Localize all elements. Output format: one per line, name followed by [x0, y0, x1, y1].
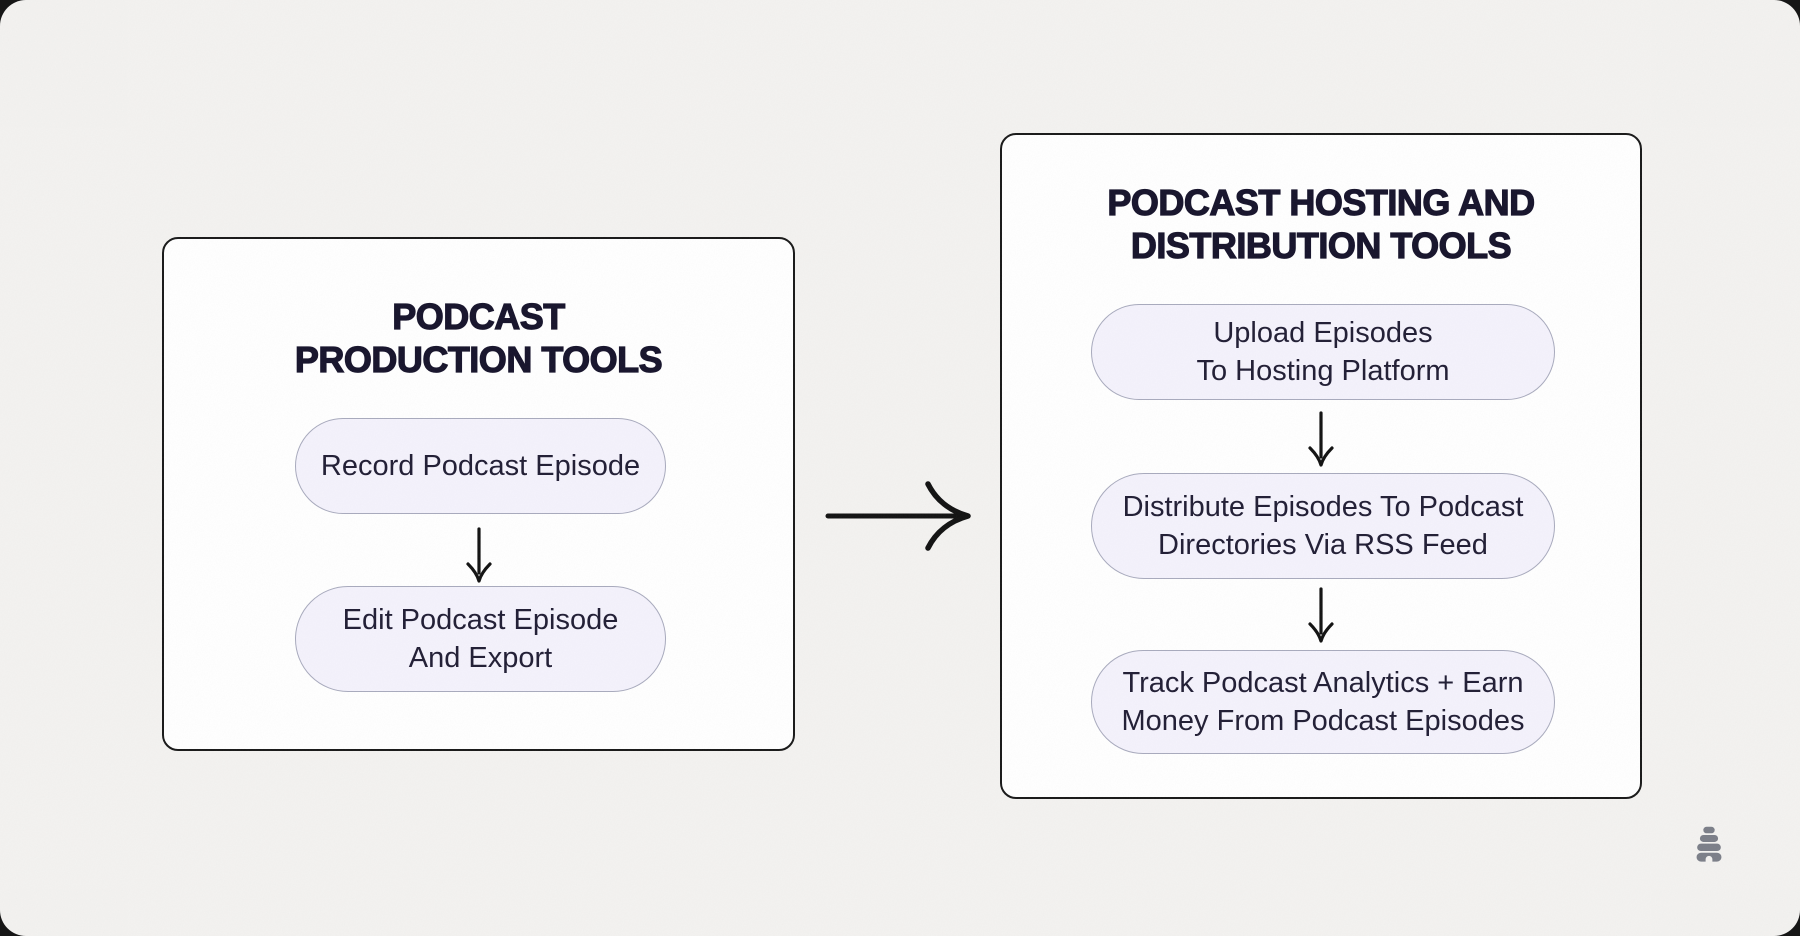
flow-node-upload-episodes: Upload Episodes To Hosting Platform — [1091, 304, 1555, 400]
flow-node-edit-export: Edit Podcast Episode And Export — [295, 586, 666, 692]
down-arrow-icon — [1307, 411, 1335, 474]
production-tools-panel: PODCAST PRODUCTION TOOLS Record Podcast … — [162, 237, 795, 751]
flow-node-track-analytics: Track Podcast Analytics + Earn Money Fro… — [1091, 650, 1555, 754]
flow-node-record-episode: Record Podcast Episode — [295, 418, 666, 514]
beehive-logo-icon — [1690, 824, 1728, 862]
production-tools-title: PODCAST PRODUCTION TOOLS — [294, 295, 663, 380]
down-arrow-icon — [1307, 587, 1335, 650]
flow-node-distribute-episodes: Distribute Episodes To Podcast Directori… — [1091, 473, 1555, 579]
down-arrow-icon — [465, 527, 493, 590]
hosting-distribution-panel: PODCAST HOSTING AND DISTRIBUTION TOOLS U… — [1000, 133, 1642, 799]
hosting-distribution-title: PODCAST HOSTING AND DISTRIBUTION TOOLS — [1107, 181, 1536, 266]
right-arrow-icon — [824, 477, 976, 560]
